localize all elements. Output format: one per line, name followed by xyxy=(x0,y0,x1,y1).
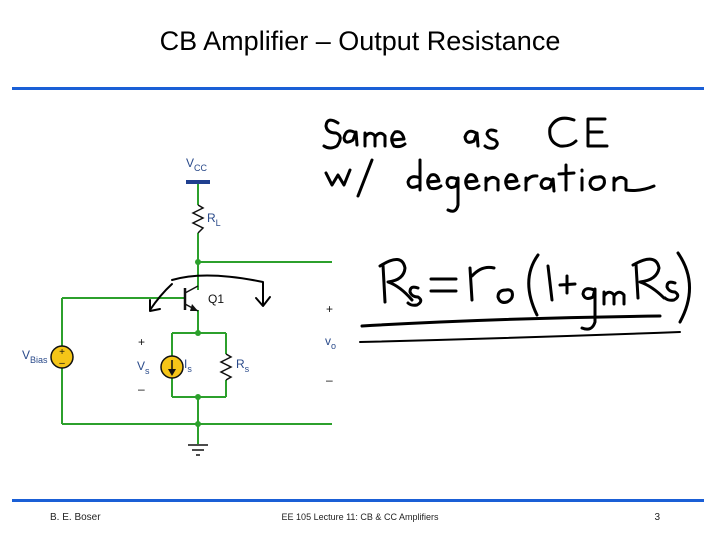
is-current-source xyxy=(160,355,184,379)
vcc-label: VCC xyxy=(186,156,208,173)
rl-label: RL xyxy=(207,211,221,228)
handwriting-same-as-ce xyxy=(322,116,609,150)
q1-label: Q1 xyxy=(208,292,224,306)
transistor-q1 xyxy=(183,285,199,312)
handwriting-w-degeneration xyxy=(324,158,656,213)
footer-course-title: EE 105 Lecture 11: CB & CC Amplifiers xyxy=(281,512,439,522)
handwritten-annotations xyxy=(149,116,691,343)
footer-rule xyxy=(12,499,704,502)
ground-symbol xyxy=(188,444,208,456)
rs-resistor xyxy=(219,353,233,381)
rl-resistor xyxy=(191,204,205,234)
vo-label: vo xyxy=(325,334,336,351)
is-label: Is xyxy=(184,357,192,374)
svg-text:+: + xyxy=(59,347,65,358)
title-rule xyxy=(12,87,704,90)
vbias-label: VBias xyxy=(22,348,48,365)
node-dots xyxy=(195,259,201,427)
schematic: + – VCC RL Q1 VBias + Vs – xyxy=(22,156,336,456)
vs-plus-label: + xyxy=(138,335,145,349)
footer-author: B. E. Boser xyxy=(50,512,101,523)
vs-minus-label: – xyxy=(138,382,145,396)
footer-page-number: 3 xyxy=(654,512,660,523)
handwriting-formula xyxy=(359,251,691,343)
svg-text:–: – xyxy=(59,358,65,369)
vbias-source: + – xyxy=(50,345,74,369)
looking-in-marks xyxy=(149,274,271,312)
rs-label: Rs xyxy=(236,357,250,374)
vo-minus-label: – xyxy=(326,373,333,387)
vcc-rail xyxy=(186,180,210,184)
slide-title: CB Amplifier – Output Resistance xyxy=(159,26,561,56)
vs-label: Vs xyxy=(137,359,150,376)
vo-plus-label: + xyxy=(326,302,333,316)
